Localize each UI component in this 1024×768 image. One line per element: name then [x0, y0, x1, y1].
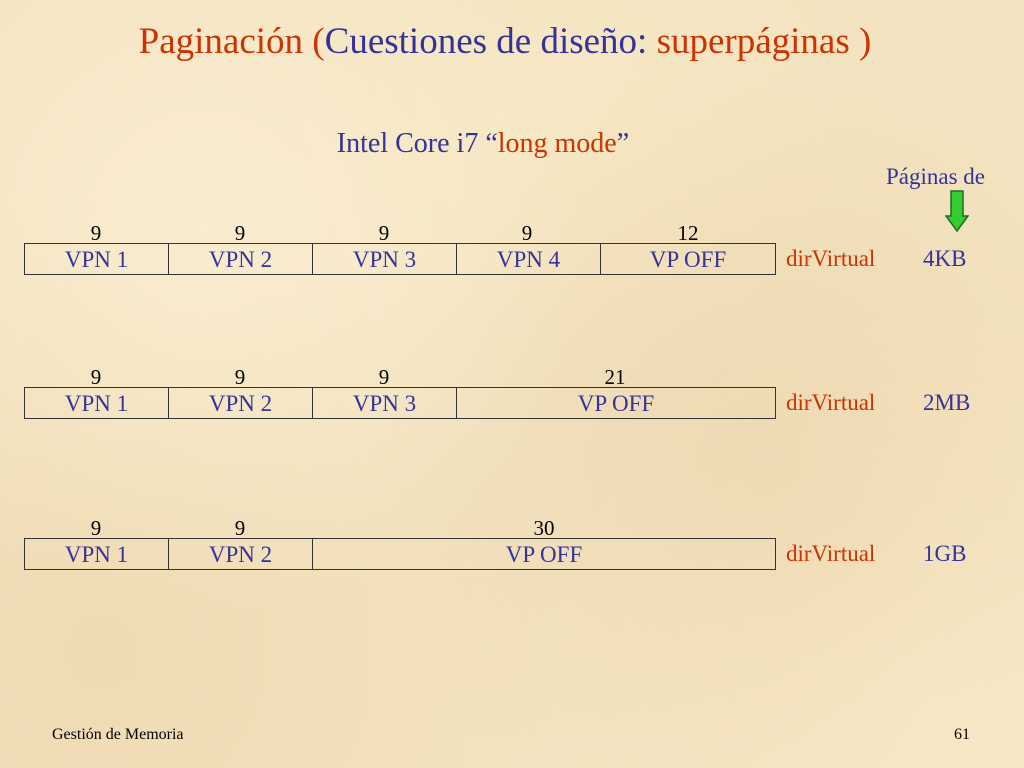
page-size-2mb: 2MB: [923, 390, 971, 415]
address-fields-box: VPN 1 VPN 2 VP OFF: [24, 538, 776, 570]
field-vpn1: VPN 1: [25, 388, 169, 418]
dirvirtual-label: dirVirtual: [786, 246, 876, 271]
title-part-2: Cuestiones de diseño:: [324, 21, 657, 62]
field-vpn2: VPN 2: [169, 388, 313, 418]
page-size-4kb: 4KB: [923, 246, 967, 271]
bit-widths-row: 9 9 30: [90, 516, 555, 540]
field-vpn1: VPN 1: [25, 539, 169, 569]
subtitle-part-2: long mode: [497, 128, 617, 159]
slide-subtitle: Intel Core i7 “long mode”: [0, 126, 966, 162]
dirvirtual-label: dirVirtual: [786, 390, 876, 415]
page-size-heading: Páginas de: [886, 164, 986, 189]
title-part-1: Paginación (: [138, 21, 325, 62]
field-vpn3: VPN 3: [313, 244, 457, 274]
field-vp-offset: VP OFF: [505, 542, 583, 567]
field-vp-offset: VP OFF: [649, 247, 727, 272]
field-vpn3: VPN 3: [313, 388, 457, 418]
footer-course-title: Gestión de Memoria: [52, 726, 184, 743]
slide-title: Paginación (Cuestiones de diseño: superp…: [0, 18, 1010, 66]
field-vp-offset: VP OFF: [577, 391, 655, 416]
bit-widths-row: 9 9 9 9 12: [90, 221, 699, 245]
address-fields-box: VPN 1 VPN 2 VPN 3 VP OFF: [24, 387, 776, 419]
address-fields-box: VPN 1 VPN 2 VPN 3 VPN 4 VP OFF: [24, 243, 776, 275]
footer-page-number: 61: [954, 726, 970, 743]
field-vpn1: VPN 1: [25, 244, 169, 274]
dirvirtual-label: dirVirtual: [786, 541, 876, 566]
subtitle-part-1: Intel Core i7 “: [336, 128, 498, 159]
down-arrow-icon: [945, 190, 969, 232]
title-part-3: superpáginas ): [656, 21, 872, 62]
field-vpn4: VPN 4: [457, 244, 601, 274]
page-size-1gb: 1GB: [923, 541, 967, 566]
subtitle-part-3: ”: [616, 128, 630, 159]
field-vpn2: VPN 2: [169, 244, 313, 274]
bit-widths-row: 9 9 9 21: [90, 365, 626, 389]
field-vpn2: VPN 2: [169, 539, 313, 569]
